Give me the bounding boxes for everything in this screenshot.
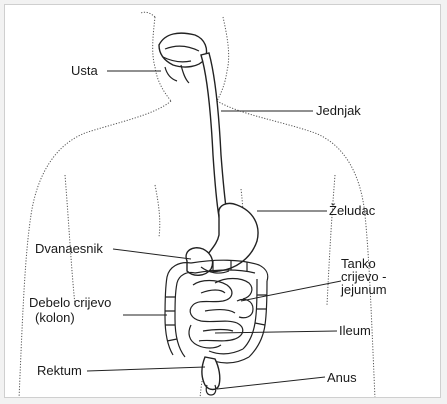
mouth-organ bbox=[159, 33, 207, 83]
label-usta: Usta bbox=[71, 63, 98, 78]
label-zeludac: Želudac bbox=[329, 203, 375, 218]
label-anus: Anus bbox=[327, 370, 357, 385]
leader-tanko bbox=[241, 281, 341, 301]
label-tanko-crijevo: Tanko crijevo - jejunum bbox=[341, 257, 421, 296]
label-tanko-line3: jejunum bbox=[341, 283, 421, 296]
label-rektum: Rektum bbox=[37, 363, 82, 378]
diagram-frame: Usta Jednjak Želudac Dvanaesnik Tanko cr… bbox=[4, 4, 441, 398]
leader-anus bbox=[217, 377, 325, 389]
esophagus-organ bbox=[201, 53, 227, 217]
label-ileum: Ileum bbox=[339, 323, 371, 338]
label-debelo-line2: (kolon) bbox=[29, 310, 129, 325]
leader-ileum bbox=[215, 331, 337, 333]
leader-rektum bbox=[87, 367, 205, 371]
label-debelo-line1: Debelo crijevo bbox=[29, 295, 129, 310]
small-intestine-organ bbox=[189, 279, 253, 349]
label-debelo-crijevo: Debelo crijevo (kolon) bbox=[29, 295, 129, 325]
label-dvanaesnik: Dvanaesnik bbox=[35, 241, 103, 256]
leader-dvanaesnik bbox=[113, 249, 191, 259]
label-jednjak: Jednjak bbox=[316, 103, 361, 118]
